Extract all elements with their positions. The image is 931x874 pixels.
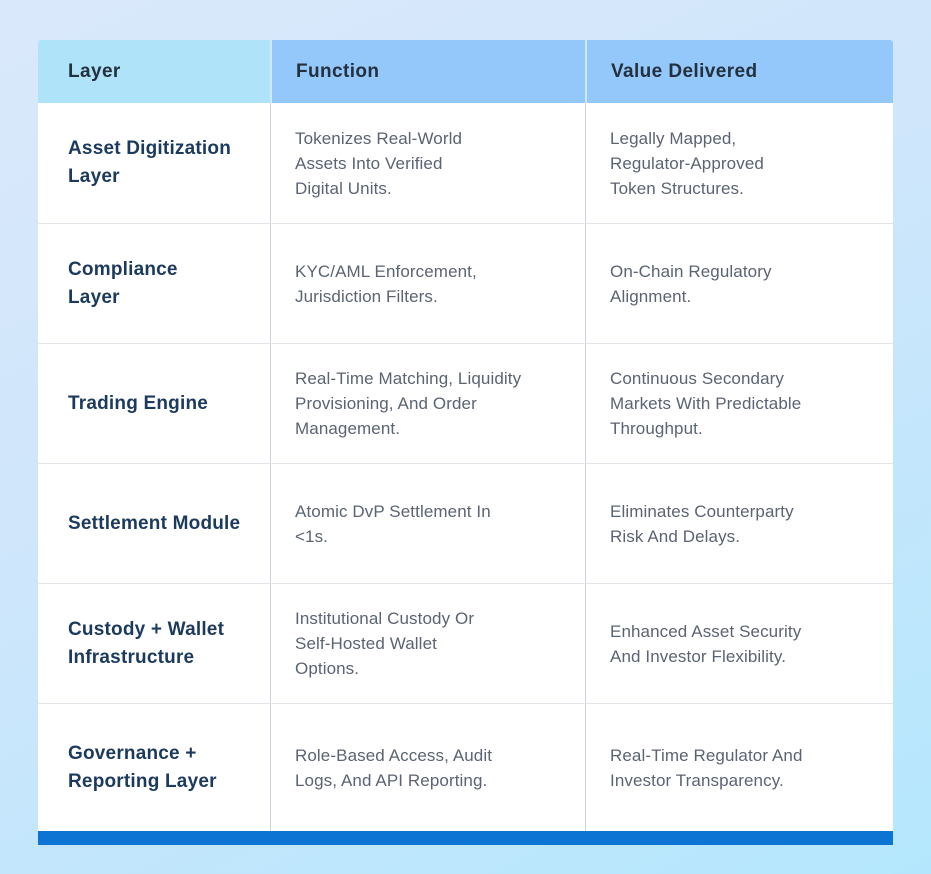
value-text: Real-Time Regulator And Investor Transpa… xyxy=(610,745,803,790)
table-row-asset-digitization: Asset Digitization Layer Tokenizes Real-… xyxy=(38,103,893,223)
function-cell: Role-Based Access, Audit Logs, And API R… xyxy=(270,704,585,831)
function-cell: Institutional Custody Or Self-Hosted Wal… xyxy=(270,584,585,703)
layer-name: Governance + Reporting Layer xyxy=(68,742,217,792)
value-cell: Continuous Secondary Markets With Predic… xyxy=(585,344,893,463)
table-body: Asset Digitization Layer Tokenizes Real-… xyxy=(38,103,893,831)
value-cell: On-Chain Regulatory Alignment. xyxy=(585,224,893,343)
value-text: Enhanced Asset Security And Investor Fle… xyxy=(610,621,802,666)
layer-cell: Trading Engine xyxy=(38,344,270,463)
value-text: On-Chain Regulatory Alignment. xyxy=(610,261,772,306)
table-row-custody-wallet: Custody + Wallet Infrastructure Institut… xyxy=(38,583,893,703)
value-cell: Eliminates Counterparty Risk And Delays. xyxy=(585,464,893,583)
layer-cell: Custody + Wallet Infrastructure xyxy=(38,584,270,703)
function-text: KYC/AML Enforcement, Jurisdiction Filter… xyxy=(295,261,477,306)
header-label: Value Delivered xyxy=(611,60,758,82)
layer-cell: Asset Digitization Layer xyxy=(38,103,270,223)
function-cell: Tokenizes Real-World Assets Into Verifie… xyxy=(270,103,585,223)
value-text: Continuous Secondary Markets With Predic… xyxy=(610,369,802,438)
function-text: Tokenizes Real-World Assets Into Verifie… xyxy=(295,128,463,198)
function-cell: Atomic DvP Settlement In <1s. xyxy=(270,464,585,583)
layer-cell: Governance + Reporting Layer xyxy=(38,704,270,831)
layer-cell: Settlement Module xyxy=(38,464,270,583)
table-footer-accent-bar xyxy=(38,831,893,845)
header-cell-value-delivered: Value Delivered xyxy=(585,40,893,103)
table-row-trading-engine: Trading Engine Real-Time Matching, Liqui… xyxy=(38,343,893,463)
header-cell-layer: Layer xyxy=(38,40,270,103)
table-row-governance-reporting: Governance + Reporting Layer Role-Based … xyxy=(38,703,893,831)
comparison-table: Layer Function Value Delivered Asset Dig… xyxy=(38,40,893,845)
layer-cell: Compliance Layer xyxy=(38,224,270,343)
value-cell: Real-Time Regulator And Investor Transpa… xyxy=(585,704,893,831)
value-text: Eliminates Counterparty Risk And Delays. xyxy=(610,501,794,546)
function-text: Institutional Custody Or Self-Hosted Wal… xyxy=(295,609,475,678)
function-text: Atomic DvP Settlement In <1s. xyxy=(295,501,491,546)
layer-name: Settlement Module xyxy=(68,512,241,534)
value-cell: Legally Mapped, Regulator-Approved Token… xyxy=(585,103,893,223)
table-row-compliance: Compliance Layer KYC/AML Enforcement, Ju… xyxy=(38,223,893,343)
layer-name: Asset Digitization Layer xyxy=(68,138,232,187)
function-cell: Real-Time Matching, Liquidity Provisioni… xyxy=(270,344,585,463)
value-cell: Enhanced Asset Security And Investor Fle… xyxy=(585,584,893,703)
value-text: Legally Mapped, Regulator-Approved Token… xyxy=(610,128,764,198)
function-text: Real-Time Matching, Liquidity Provisioni… xyxy=(295,369,522,438)
table-header-row: Layer Function Value Delivered xyxy=(38,40,893,103)
layer-name: Trading Engine xyxy=(68,392,209,414)
function-cell: KYC/AML Enforcement, Jurisdiction Filter… xyxy=(270,224,585,343)
layer-name: Compliance Layer xyxy=(68,258,178,308)
layer-name: Custody + Wallet Infrastructure xyxy=(68,618,225,668)
header-label: Function xyxy=(296,60,380,82)
function-text: Role-Based Access, Audit Logs, And API R… xyxy=(295,745,493,790)
table-row-settlement-module: Settlement Module Atomic DvP Settlement … xyxy=(38,463,893,583)
header-label: Layer xyxy=(68,60,121,82)
header-cell-function: Function xyxy=(270,40,585,103)
